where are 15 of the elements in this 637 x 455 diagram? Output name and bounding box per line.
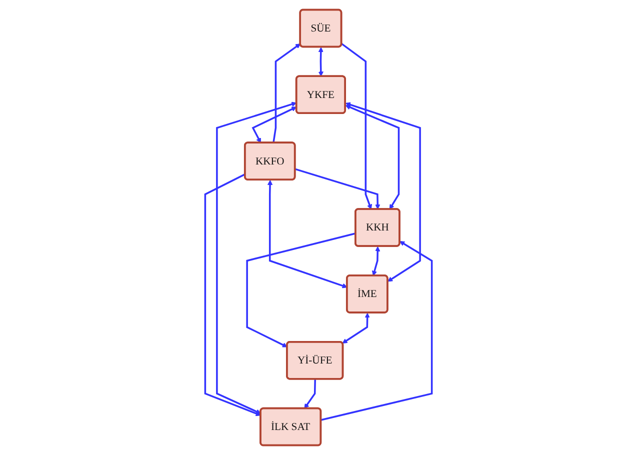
arrow: [320, 241, 433, 421]
arrow: [246, 232, 356, 348]
arrow: [204, 173, 261, 416]
arrow: [345, 102, 421, 282]
arrow: [252, 106, 297, 144]
arrow: [272, 43, 301, 143]
arrow: [345, 104, 400, 210]
arrow: [372, 246, 380, 276]
arrow: [341, 43, 372, 210]
arrow: [304, 379, 316, 409]
arrow: [318, 47, 324, 77]
arrow: [342, 312, 370, 344]
arrow: [267, 180, 348, 288]
arrow: [294, 168, 380, 210]
arrow: [216, 102, 297, 414]
